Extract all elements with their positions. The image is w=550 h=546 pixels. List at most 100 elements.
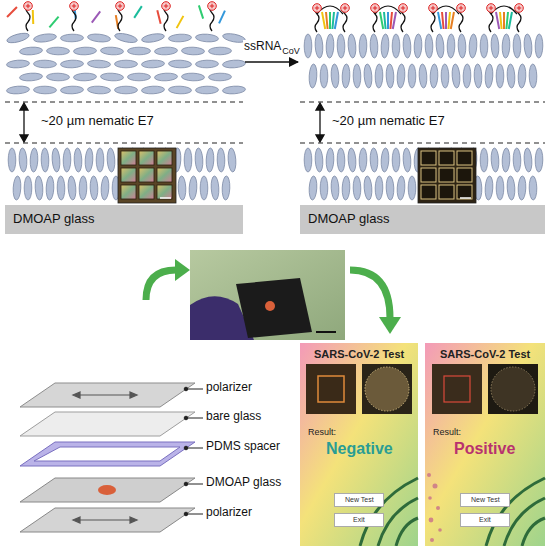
lc-molecule [87, 33, 111, 43]
lc-molecule [63, 148, 71, 172]
app-button: Exit [334, 513, 384, 527]
surfactant-stick [496, 12, 499, 29]
lc-molecule [381, 34, 390, 58]
lc-molecule [331, 64, 340, 88]
part-label: bare glass [206, 410, 261, 424]
app-button: New Test [334, 493, 384, 507]
pom-cell [139, 185, 154, 199]
phone-screen: SARS-CoV-2 TestResult:NegativeNew TestEx… [300, 343, 418, 546]
lc-molecule [181, 73, 204, 81]
node-subtext: Result: [433, 427, 461, 437]
leader-line [184, 387, 203, 516]
lc-molecule [430, 64, 438, 88]
lc-molecule [342, 64, 350, 88]
lc-molecule [195, 60, 218, 68]
lc-molecule [222, 176, 230, 200]
lc-molecule [315, 148, 324, 172]
glass-substrate: DMOAP glass [5, 205, 243, 234]
lc-molecule [60, 60, 83, 68]
lc-molecule [6, 85, 29, 94]
pom-cell [457, 185, 472, 199]
pom-cell [439, 168, 454, 182]
pom-cell [157, 168, 172, 182]
lc-molecule [115, 60, 138, 68]
pom-cell [457, 168, 472, 182]
surfactant-stick [134, 6, 142, 18]
lc-molecule [168, 34, 191, 43]
charge-circle [162, 2, 171, 11]
lc-molecule [33, 33, 57, 44]
pom-cell [157, 185, 172, 199]
exploded-view [20, 383, 203, 532]
lc-molecule [100, 47, 123, 56]
surfactant-stick [329, 12, 331, 29]
lc-molecule [67, 176, 76, 200]
lc-molecule [74, 148, 82, 172]
flow-arrow [146, 259, 401, 334]
lc-molecule [496, 176, 504, 200]
lc-molecule [79, 176, 87, 200]
node-text: SARS-CoV-2 Test [440, 348, 530, 361]
lc-molecule [419, 64, 428, 88]
lc-molecule [425, 34, 433, 58]
lc-molecule [195, 33, 218, 42]
lc-molecule [337, 148, 345, 172]
lc-molecule [6, 31, 30, 44]
lc-molecule [381, 148, 390, 172]
lc-molecule [195, 148, 204, 172]
lc-molecule [523, 34, 532, 58]
surfactant-stick [199, 5, 203, 18]
lc-molecule [13, 176, 22, 200]
lc-molecule [114, 32, 138, 45]
charge-sign [74, 4, 75, 8]
lc-molecule [41, 148, 49, 172]
lc-molecule [463, 64, 471, 88]
lc-molecule [128, 73, 151, 81]
app-button: New Test [460, 493, 510, 507]
charge-sign [212, 4, 213, 8]
lc-molecule [469, 34, 478, 58]
lc-molecule [386, 64, 394, 88]
surfactant-stick [445, 12, 447, 29]
lc-molecule [315, 34, 324, 58]
lc-molecule [347, 148, 356, 172]
lc-molecule [535, 34, 543, 58]
node-text: ~20 µm nematic E7 [41, 114, 154, 129]
surfactant-stick [503, 12, 505, 29]
glass-substrate: DMOAP glass [300, 205, 545, 234]
charge-circle [515, 4, 524, 13]
pom-cell [139, 151, 154, 165]
lc-molecule [529, 176, 537, 200]
lc-molecule [35, 176, 44, 200]
lc-molecule [496, 64, 504, 88]
reaction-arrow [245, 61, 298, 63]
pom-cell [139, 168, 154, 182]
surfactant-stick [442, 12, 444, 29]
lc-molecule [507, 64, 516, 88]
lc-molecule [342, 176, 350, 200]
surfactant-stick [387, 12, 389, 29]
lc-molecule [458, 34, 466, 58]
lc-molecule [87, 86, 110, 95]
app-button: Exit [460, 513, 510, 527]
lc-molecule [96, 148, 104, 172]
lc-molecule [331, 176, 340, 200]
edge-label: ssRNA [243, 40, 282, 54]
surface-molecules [7, 2, 523, 32]
thickness-arrow [20, 103, 324, 142]
lc-cell-panel: ~20 µm nematic E7 DMOAP glass [5, 0, 243, 236]
pom-inset-left [118, 148, 176, 203]
pom-cell [121, 185, 136, 199]
charge-circle [457, 4, 466, 13]
phone-screen-art [300, 343, 545, 546]
lc-molecules [6, 31, 543, 200]
device-photo [190, 250, 345, 340]
lc-molecule [485, 64, 494, 88]
lc-molecule [227, 148, 236, 172]
lc-molecule [30, 148, 38, 172]
dashed-boundary [5, 102, 545, 143]
lc-molecule [206, 148, 214, 172]
lc-molecule [100, 73, 123, 82]
charge-circle [429, 4, 438, 13]
